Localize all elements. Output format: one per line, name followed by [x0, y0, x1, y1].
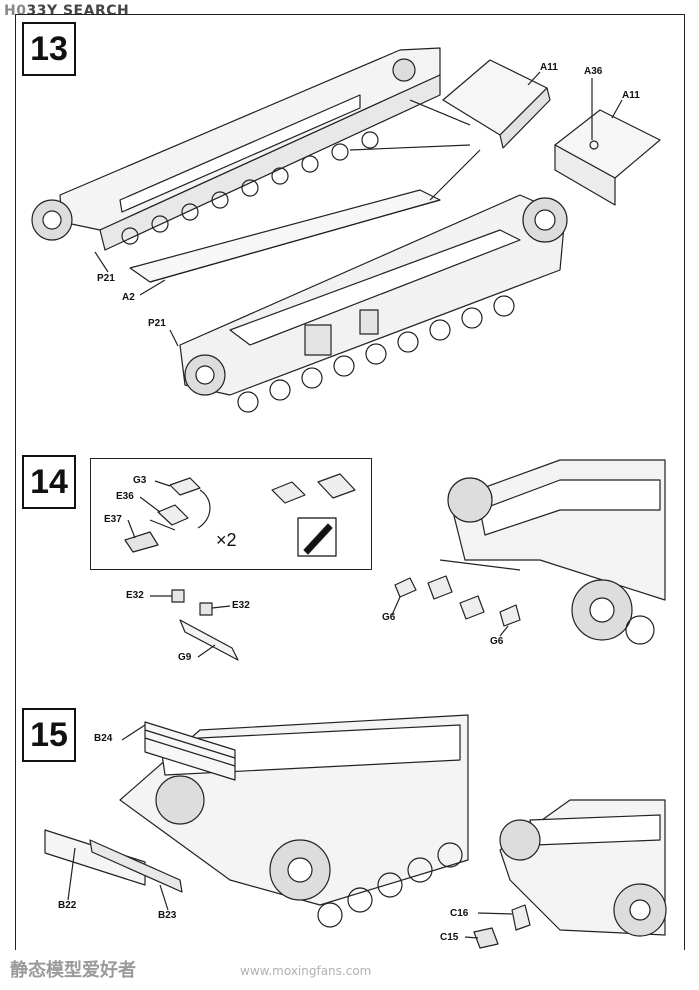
part-label-p21-bottom: P21 [148, 318, 166, 329]
part-label-e32-right: E32 [232, 600, 250, 611]
part-label-p21-top: P21 [97, 273, 115, 284]
part-label-g6-left: G6 [382, 612, 396, 623]
part-label-g6-right: G6 [490, 636, 504, 647]
step13-lower-hull [179, 194, 568, 413]
step13-panel-a2 [129, 189, 441, 283]
part-label-b24: B24 [94, 733, 113, 744]
step15-left-hull [44, 714, 469, 928]
part-label-a2: A2 [122, 292, 135, 303]
part-label-b22: B22 [58, 900, 77, 911]
part-label-b23: B23 [158, 910, 177, 921]
part-label-e36: E36 [116, 491, 134, 502]
part-label-g3: G3 [133, 475, 147, 486]
watermark-chinese: 静态模型爱好者 [10, 960, 136, 981]
part-label-a36: A36 [584, 66, 603, 77]
step14-hull-view [394, 459, 666, 645]
part-label-e37: E37 [104, 514, 122, 525]
step-13-number: 13 [22, 22, 76, 76]
page-frame-top [15, 14, 685, 15]
page-header: H033Y SEARCH [0, 0, 699, 22]
step14-subassembly-frame [90, 458, 372, 570]
step14-part-g9 [171, 589, 239, 661]
step13-part-a11-left [442, 59, 551, 149]
part-label-a11-left: A11 [540, 62, 558, 73]
step-14-number: 14 [22, 455, 76, 509]
step13-part-a11-right [554, 109, 661, 206]
page-footer: 静态模型爱好者 www.moxingfans.com [0, 954, 699, 990]
part-label-a11-right: A11 [622, 90, 640, 101]
step-15-number: 15 [22, 708, 76, 762]
part-label-c15: C15 [440, 932, 459, 943]
step13-upper-hull [31, 47, 441, 251]
part-label-g9: G9 [178, 652, 192, 663]
site-logo: H033Y SEARCH [4, 3, 130, 19]
part-label-c16: C16 [450, 908, 469, 919]
page-frame-right [684, 14, 685, 950]
part-label-e32-left: E32 [126, 590, 144, 601]
step15-right-hull [473, 799, 667, 949]
quantity-label-x2: ×2 [216, 530, 237, 550]
page-frame-left [15, 14, 16, 950]
step14-subassembly-frame-content [124, 473, 356, 557]
watermark-url: www.moxingfans.com [240, 964, 372, 978]
